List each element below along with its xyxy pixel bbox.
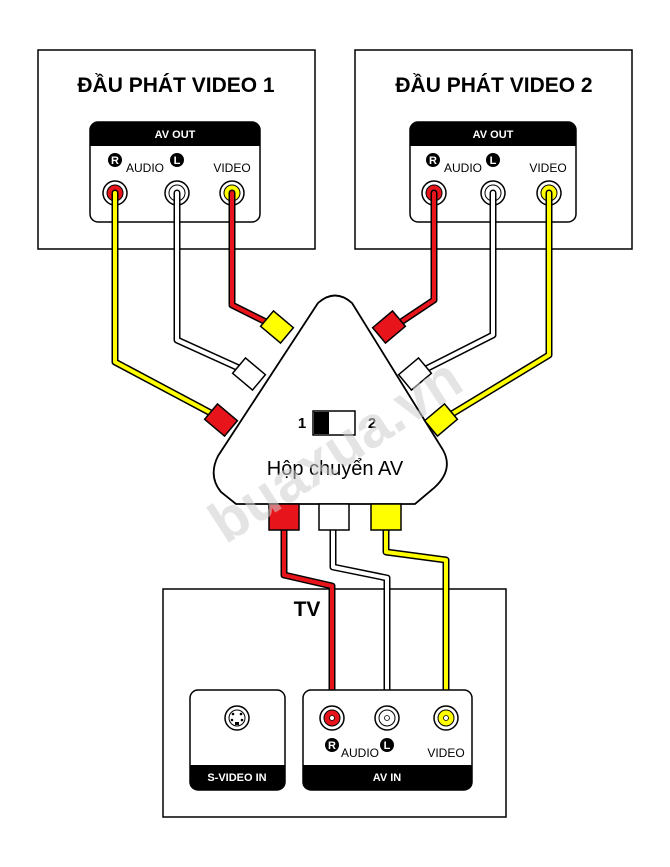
tv-video-label: VIDEO	[427, 746, 464, 760]
player1-audio-label: AUDIO	[126, 161, 164, 175]
tv-svideo-panel: S-VIDEO IN	[189, 689, 286, 791]
player2-r-badge-text: R	[429, 155, 437, 167]
plug-p1-audio-r	[203, 402, 239, 438]
cable-out-video	[384, 518, 448, 720]
cable-out-audio-r	[282, 518, 334, 720]
player2-l-badge-text: L	[490, 155, 497, 167]
player1-l-badge	[170, 153, 184, 167]
tv-l-badge	[380, 738, 394, 752]
tv-title: TV	[294, 598, 321, 621]
tv-video-jack[interactable]	[433, 705, 459, 731]
plug-p2-audio-l	[397, 356, 433, 392]
tv-svideo-label: S-VIDEO IN	[207, 772, 266, 784]
player2-video-label: VIDEO	[529, 161, 566, 175]
plug-out-audio-r	[268, 503, 300, 531]
cable-p2-audio-r	[390, 191, 436, 330]
cable-p2-video	[440, 191, 551, 422]
plug-p2-video	[423, 402, 459, 438]
tv-l-badge-text: L	[384, 740, 391, 752]
cables	[111, 189, 553, 722]
input-selector-switch[interactable]	[312, 410, 356, 436]
av-switch-box	[212, 294, 448, 505]
player2-av-out-panel: AV OUT R AUDIO L VIDEO	[409, 121, 577, 223]
cable-p1-audio-l	[175, 191, 254, 376]
switch-box-plugs	[203, 309, 459, 531]
tv-av-in-panel: AV IN R AUDIO L VIDEO	[302, 689, 473, 791]
switch-position-2-label: 2	[368, 415, 376, 432]
tv-audio-label: AUDIO	[341, 746, 379, 760]
tv-av-in-label: AV IN	[373, 772, 402, 784]
player1-r-badge	[108, 153, 122, 167]
player1-title: ĐẦU PHÁT VIDEO 1	[77, 74, 275, 97]
svideo-port-icon[interactable]	[224, 705, 250, 731]
switch-position-1-label: 1	[298, 415, 306, 432]
cable-p1-audio-r	[113, 191, 226, 422]
cable-p1-video	[230, 191, 280, 330]
player1-video-label: VIDEO	[213, 161, 250, 175]
plug-out-audio-l	[318, 503, 350, 531]
cable-out-audio-l	[331, 518, 389, 720]
tv-audio-l-jack[interactable]	[374, 705, 400, 731]
tv-r-badge-text: R	[328, 740, 336, 752]
cable-p2-audio-l	[414, 191, 495, 376]
player1-av-out-label: AV OUT	[155, 129, 196, 141]
player2-audio-label: AUDIO	[444, 161, 482, 175]
player2-title: ĐẦU PHÁT VIDEO 2	[395, 74, 592, 97]
player1-l-badge-text: L	[174, 155, 181, 167]
player2-r-badge	[426, 153, 440, 167]
plug-p1-audio-l	[231, 356, 267, 392]
tv-r-badge	[325, 738, 339, 752]
switch-box-label: Hộp chuyển AV	[267, 458, 404, 480]
plug-out-video	[370, 503, 402, 531]
tv-audio-r-jack[interactable]	[319, 705, 345, 731]
switch-knob	[314, 412, 329, 434]
plug-p1-video	[259, 309, 295, 345]
plug-p2-audio-r	[371, 309, 407, 345]
player1-r-badge-text: R	[111, 155, 119, 167]
player2-l-badge	[486, 153, 500, 167]
player2-av-out-label: AV OUT	[473, 129, 514, 141]
